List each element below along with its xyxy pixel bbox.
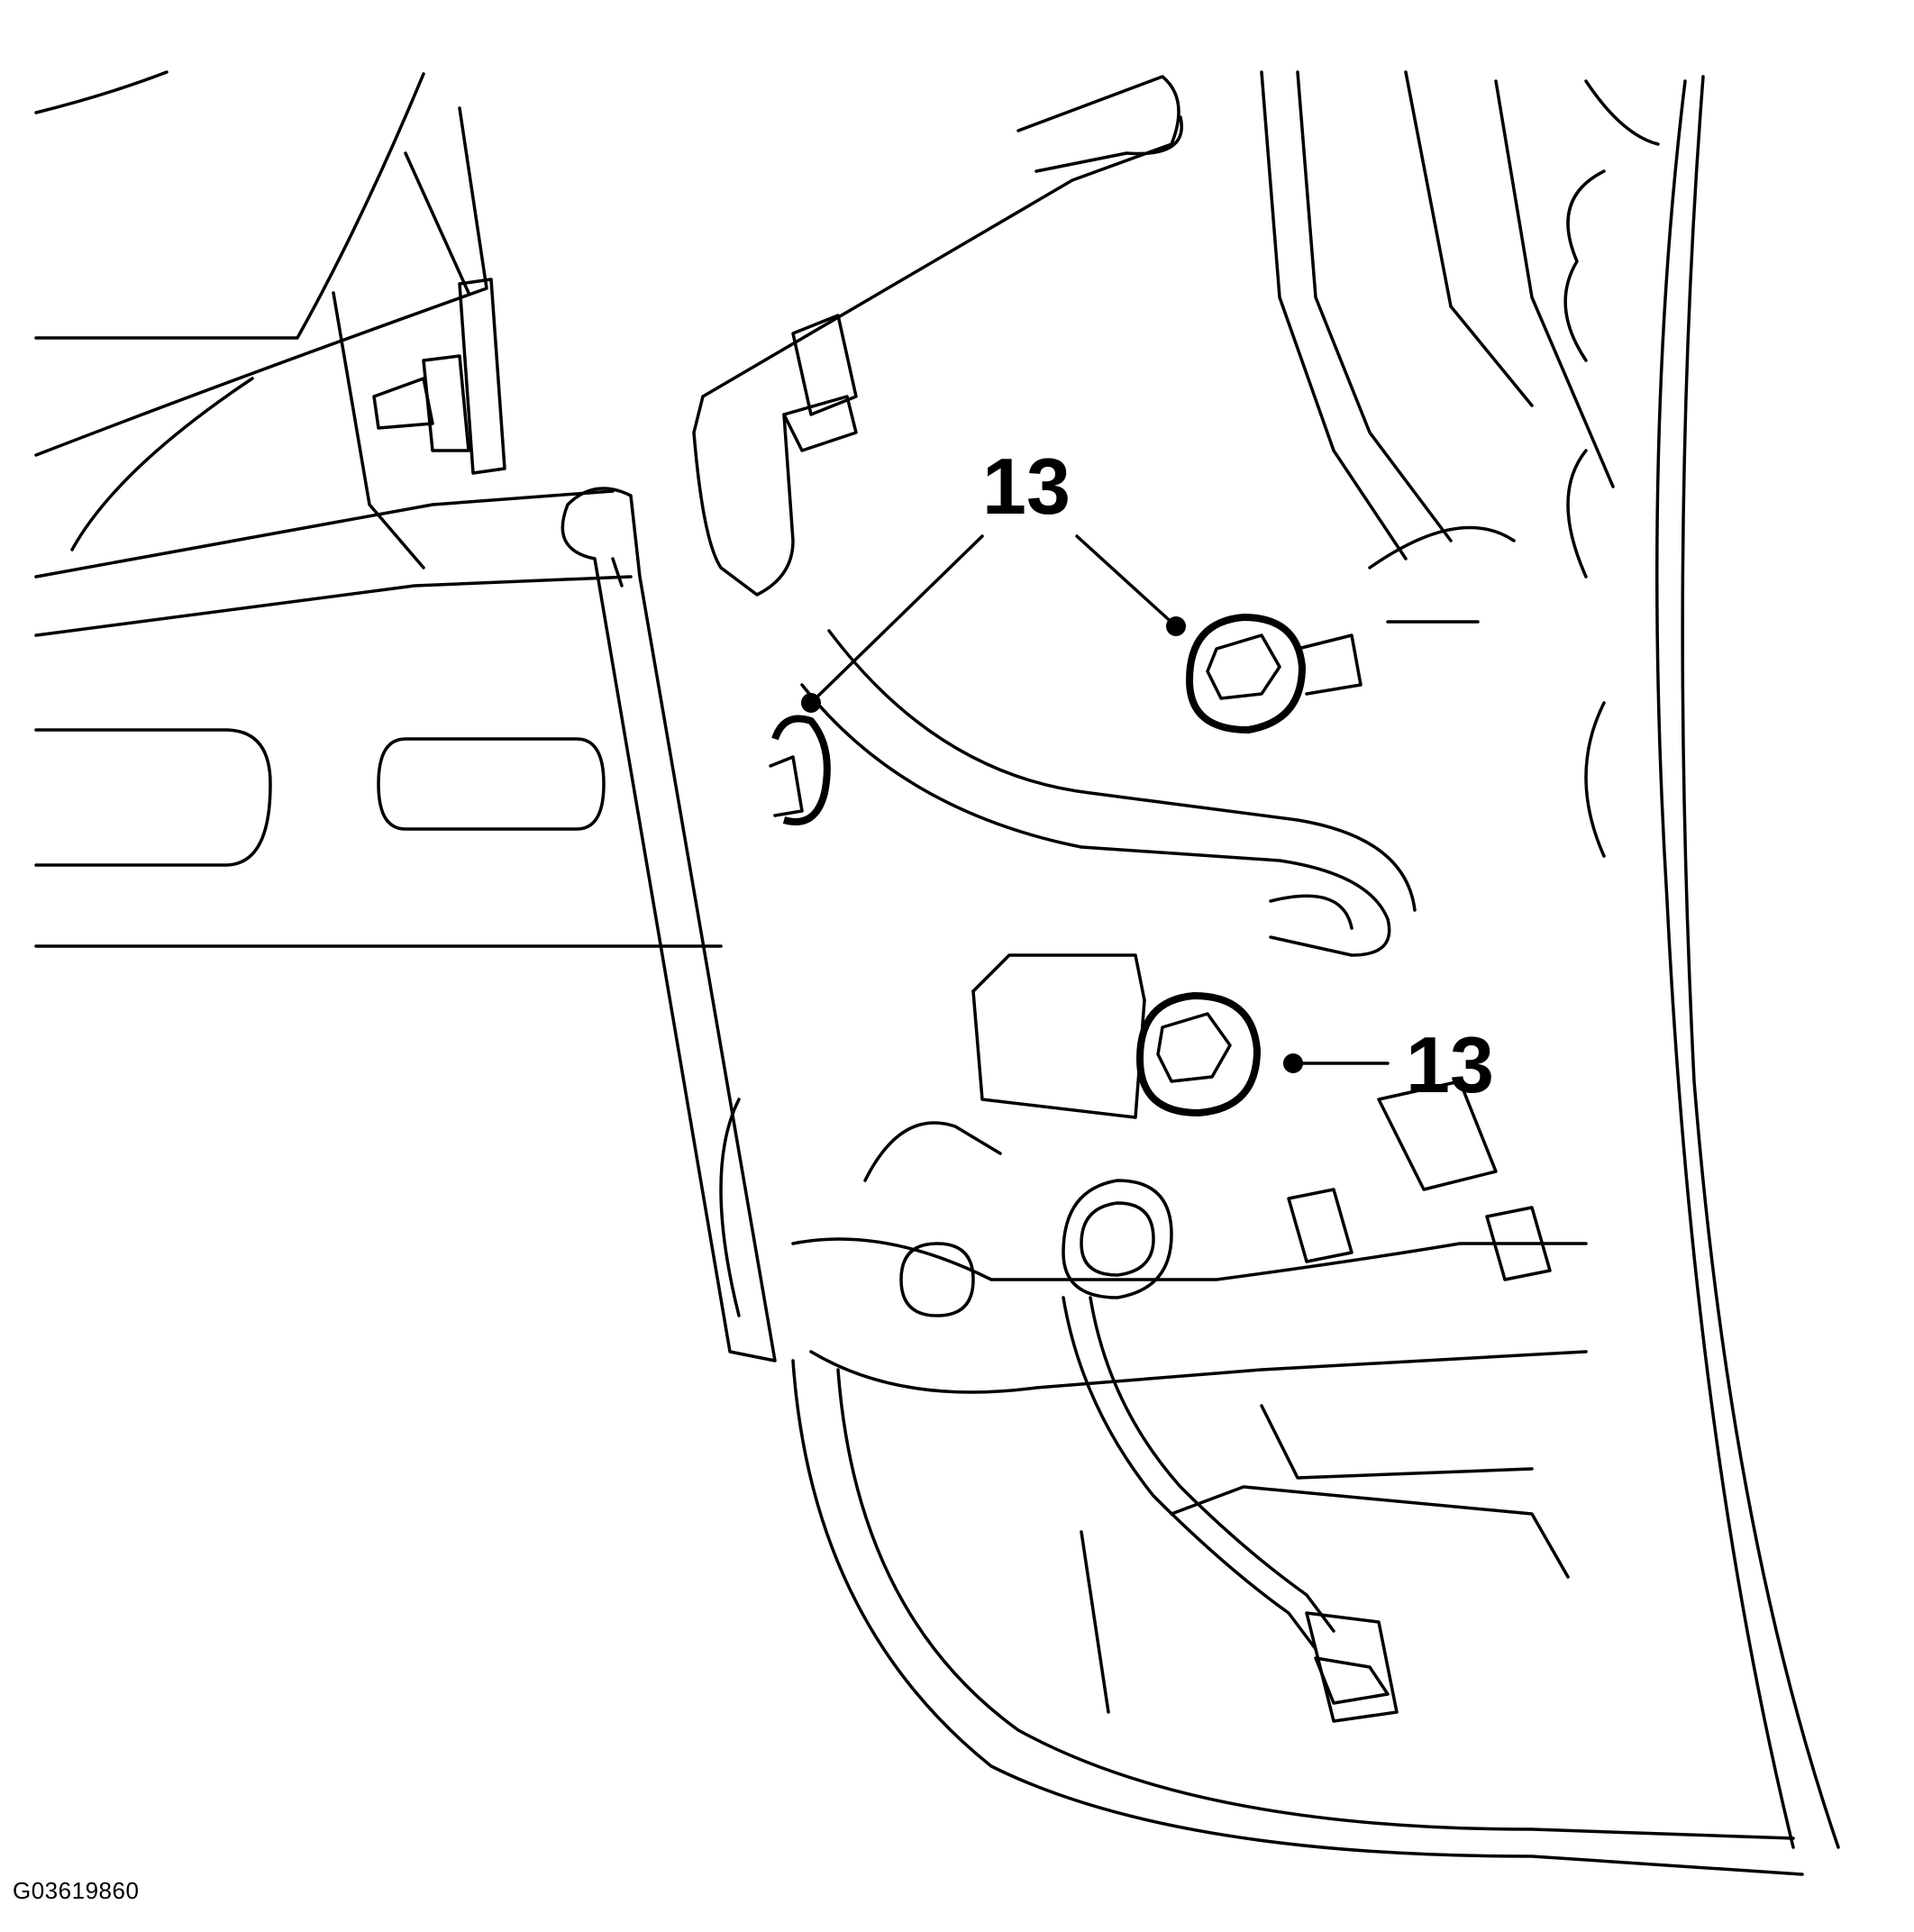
strut-assembly [1260,70,1840,1849]
callout-leaders [801,534,1390,1073]
mounting-bolt-upper [1185,613,1363,734]
leader-dot [1283,1053,1303,1073]
stud-left [372,278,506,475]
backing-plate [791,1359,1804,1876]
callout-label-13-lower: 13 [1406,1020,1494,1109]
upper-bracket [692,75,1183,597]
leader-dot [801,693,821,713]
crossmember [34,489,723,948]
leader-dot [1166,616,1186,636]
figure-reference-code: G03619860 [13,1877,140,1904]
mounting-bolt-left [769,715,831,825]
body-panel-upper-left [34,70,488,570]
mounting-bolt-lower [1135,991,1262,1117]
knuckle-hub [719,953,1588,1394]
link-arm [561,487,777,1362]
sensor-harness [1062,1296,1399,1723]
callout-label-13-upper: 13 [982,442,1071,531]
stabilizer-bar [800,629,1417,957]
